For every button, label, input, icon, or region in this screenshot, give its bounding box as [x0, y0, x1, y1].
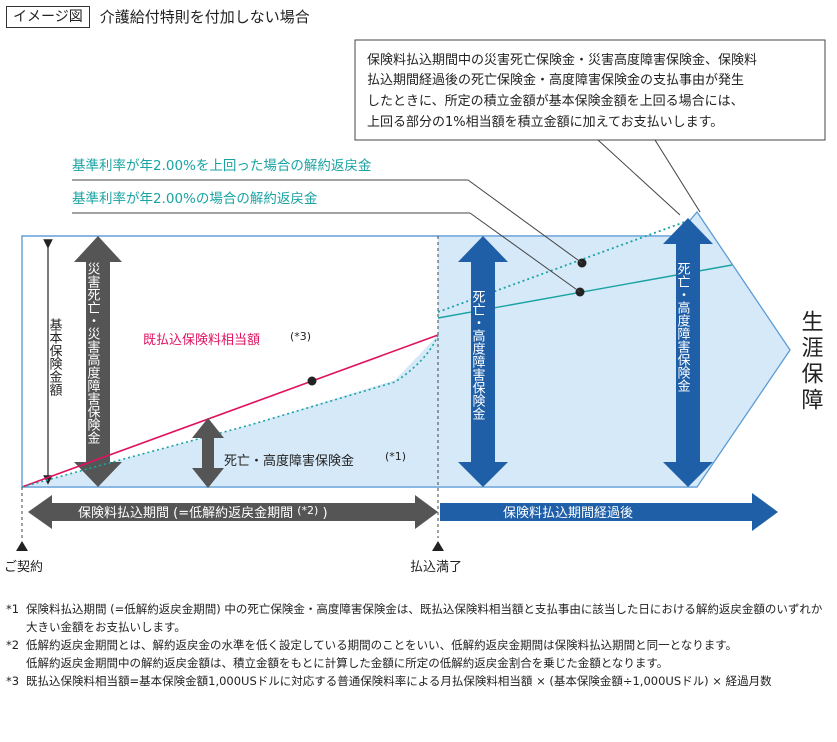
paid-up-marker — [432, 541, 444, 551]
footnote-2-cont-text: 低解約返戻金期間中の解約返戻金額は、積立金額をもとに計算した金額に所定の低解約返… — [26, 656, 669, 670]
death-benefit-paying-ref: (*1) — [385, 450, 406, 463]
paying-period-arrow — [28, 495, 438, 529]
footnote-3-mark: *3 — [6, 674, 20, 688]
basic-amount-label: 基本保険金額 — [47, 318, 63, 397]
callout-line-2: 払込期間経過後の死亡保険金・高度障害保険金の支払事由が発生 — [367, 72, 744, 88]
death-benefit-arrow-2 — [663, 218, 713, 487]
disaster-benefit-arrow — [74, 236, 122, 487]
paying-period-text: 保険料払込期間 (=低解約返戻金期間 — [78, 505, 293, 521]
footnote-2-cont-mark — [6, 654, 26, 672]
diagram: 保険料払込期間中の災害死亡保険金・災害高度障害保険金、保険料 払込期間経過後の死… — [4, 39, 826, 575]
death-benefit-arrow-1-label: 死亡・高度障害保険金 — [470, 290, 486, 420]
lifetime-label: 生涯保障 — [798, 310, 824, 414]
footnotes: *1 保険料払込期間 (=低解約返戻金期間) 中の死亡保険金・高度障害保険金は、… — [6, 600, 832, 690]
callout-pointer-2 — [654, 139, 701, 213]
page-title: 介護給付特則を付加しない場合 — [99, 8, 310, 26]
header: イメージ図 介護給付特則を付加しない場合 — [6, 6, 310, 28]
surrender-curve-paying — [21, 334, 439, 488]
above-rate-label: 基準利率が年2.00%を上回った場合の解約返戻金 — [72, 157, 372, 174]
death-benefit-paying-arrow — [192, 418, 224, 488]
contract-label: ご契約 — [4, 559, 43, 575]
contract-marker — [16, 541, 28, 551]
at-rate-label: 基準利率が年2.00%の場合の解約返戻金 — [72, 190, 318, 207]
paying-period-label: 保険料払込期間 (=低解約返戻金期間 (*2) ) — [78, 503, 328, 521]
after-period-fill — [438, 212, 790, 487]
death-benefit-paying-label: 死亡・高度障害保険金 — [224, 453, 354, 469]
callout-box — [354, 39, 826, 141]
callout-line-1: 保険料払込期間中の災害死亡保険金・災害高度障害保険金、保険料 — [367, 52, 757, 68]
premiums-paid-line — [21, 334, 439, 488]
callout-pointer-1 — [597, 139, 681, 216]
image-tag: イメージ図 — [6, 6, 90, 28]
footnote-1-text: 保険料払込期間 (=低解約返戻金期間) 中の死亡保険金・高度障害保険金は、既払込… — [26, 602, 823, 634]
disaster-benefit-label: 災害死亡・災害高度障害保険金 — [85, 262, 101, 444]
premiums-paid-ref: (*3) — [290, 330, 311, 343]
footnote-2: *2 低解約返戻金期間とは、解約返戻金の水準を低く設定している期間のことをいい、… — [6, 636, 832, 654]
footnote-2-text: 低解約返戻金期間とは、解約返戻金の水準を低く設定している期間のことをいい、低解約… — [26, 638, 738, 652]
callout-line-4: 上回る部分の1%相当額を積立金額に加えてお支払いします。 — [367, 114, 723, 130]
footnote-2-cont: 低解約返戻金期間中の解約返戻金額は、積立金額をもとに計算した金額に所定の低解約返… — [6, 654, 832, 672]
death-benefit-arrow-2-label: 死亡・高度障害保険金 — [675, 262, 691, 392]
after-period-arrow — [440, 493, 778, 531]
footnote-2-mark: *2 — [6, 638, 20, 652]
paying-period-fill — [22, 335, 438, 487]
death-benefit-arrow-1 — [458, 236, 508, 487]
callout-line-3: したときに、所定の積立金額が基本保険金額を上回る場合には、 — [367, 93, 744, 109]
paying-period-close: ) — [322, 506, 327, 521]
footnote-3: *3 既払込保険料相当額=基本保険金額1,000USドルに対応する普通保険料率に… — [6, 672, 832, 690]
footnote-1: *1 保険料払込期間 (=低解約返戻金期間) 中の死亡保険金・高度障害保険金は、… — [6, 600, 832, 636]
footnote-3-text: 既払込保険料相当額=基本保険金額1,000USドルに対応する普通保険料率による月… — [26, 674, 772, 688]
after-period-label: 保険料払込期間経過後 — [503, 506, 633, 521]
at-rate-leader-diag — [469, 212, 581, 293]
paid-up-label: 払込満了 — [410, 560, 462, 575]
footnote-1-mark: *1 — [6, 602, 20, 616]
premiums-paid-dot — [307, 376, 317, 386]
premiums-paid-label: 既払込保険料相当額 — [143, 333, 260, 348]
paying-period-ref: (*2) — [297, 504, 318, 517]
above-rate-leader-diag — [467, 179, 583, 264]
